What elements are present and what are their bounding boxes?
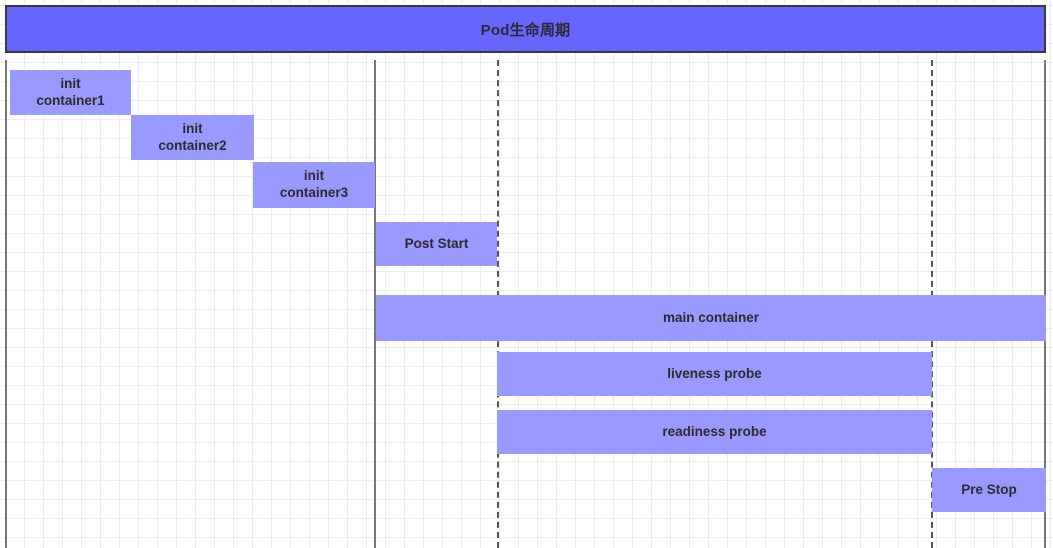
- rule-init-end: [374, 60, 376, 548]
- diagram-title-bar: Pod生命周期: [5, 5, 1046, 53]
- phase-bar-readiness-probe[interactable]: readiness probe: [497, 410, 932, 454]
- phase-bar-post-start[interactable]: Post Start: [376, 222, 497, 266]
- phase-label: init container3: [279, 168, 349, 200]
- phase-bar-pre-stop[interactable]: Pre Stop: [932, 468, 1046, 512]
- phase-bar-init-container2[interactable]: init container2: [131, 115, 254, 160]
- rule-left-boundary: [5, 60, 7, 548]
- page-title: Pod生命周期: [480, 21, 571, 39]
- phase-label: Pre Stop: [961, 481, 1017, 497]
- phase-bar-liveness-probe[interactable]: liveness probe: [497, 352, 932, 396]
- phase-label: init container2: [158, 120, 227, 153]
- phase-label: main container: [662, 309, 760, 325]
- phase-label: init container1: [36, 75, 105, 108]
- phase-bar-main-container[interactable]: main container: [376, 295, 1046, 341]
- phase-label: readiness probe: [662, 423, 767, 439]
- phase-label: Post Start: [404, 235, 469, 251]
- phase-bar-init-container1[interactable]: init container1: [10, 70, 131, 115]
- phase-bar-init-container3[interactable]: init container3: [253, 162, 375, 208]
- phase-label: liveness probe: [667, 365, 762, 381]
